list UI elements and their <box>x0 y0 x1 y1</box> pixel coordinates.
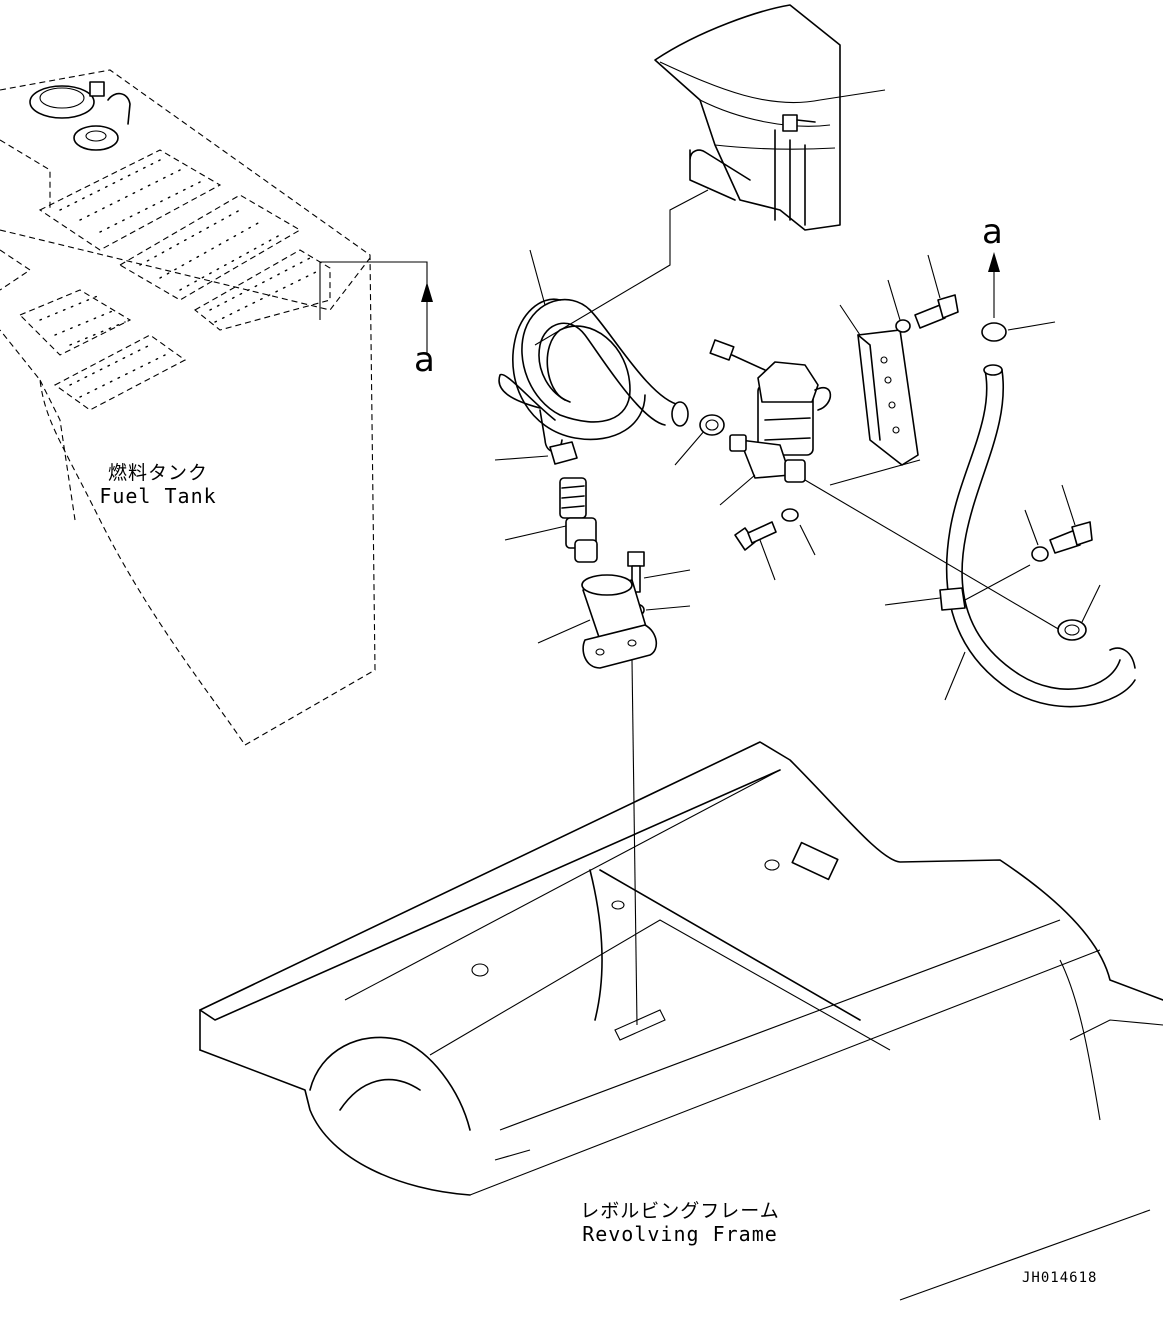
revolving-frame-label-ja: レボルビングフレーム <box>580 1200 780 1222</box>
fuel-tank-drawing <box>0 69 433 746</box>
view-letter-left: a <box>414 340 435 380</box>
drawing-id: JH014618 <box>1022 1270 1098 1286</box>
fuel-tank-label-ja: 燃料タンク <box>107 462 208 484</box>
view-letter-right: a <box>982 212 1003 252</box>
fuel-tank-label-en: Fuel Tank <box>99 484 217 508</box>
coiled-hose <box>498 249 689 453</box>
revolving-frame-label-en: Revolving Frame <box>582 1222 778 1246</box>
right-hose <box>884 252 1136 708</box>
revolving-frame-drawing <box>199 741 1163 1301</box>
left-parts <box>494 441 691 1026</box>
mount-plate <box>829 254 959 486</box>
upper-bracket-drawing <box>534 4 886 346</box>
pump-assembly <box>674 339 1061 631</box>
